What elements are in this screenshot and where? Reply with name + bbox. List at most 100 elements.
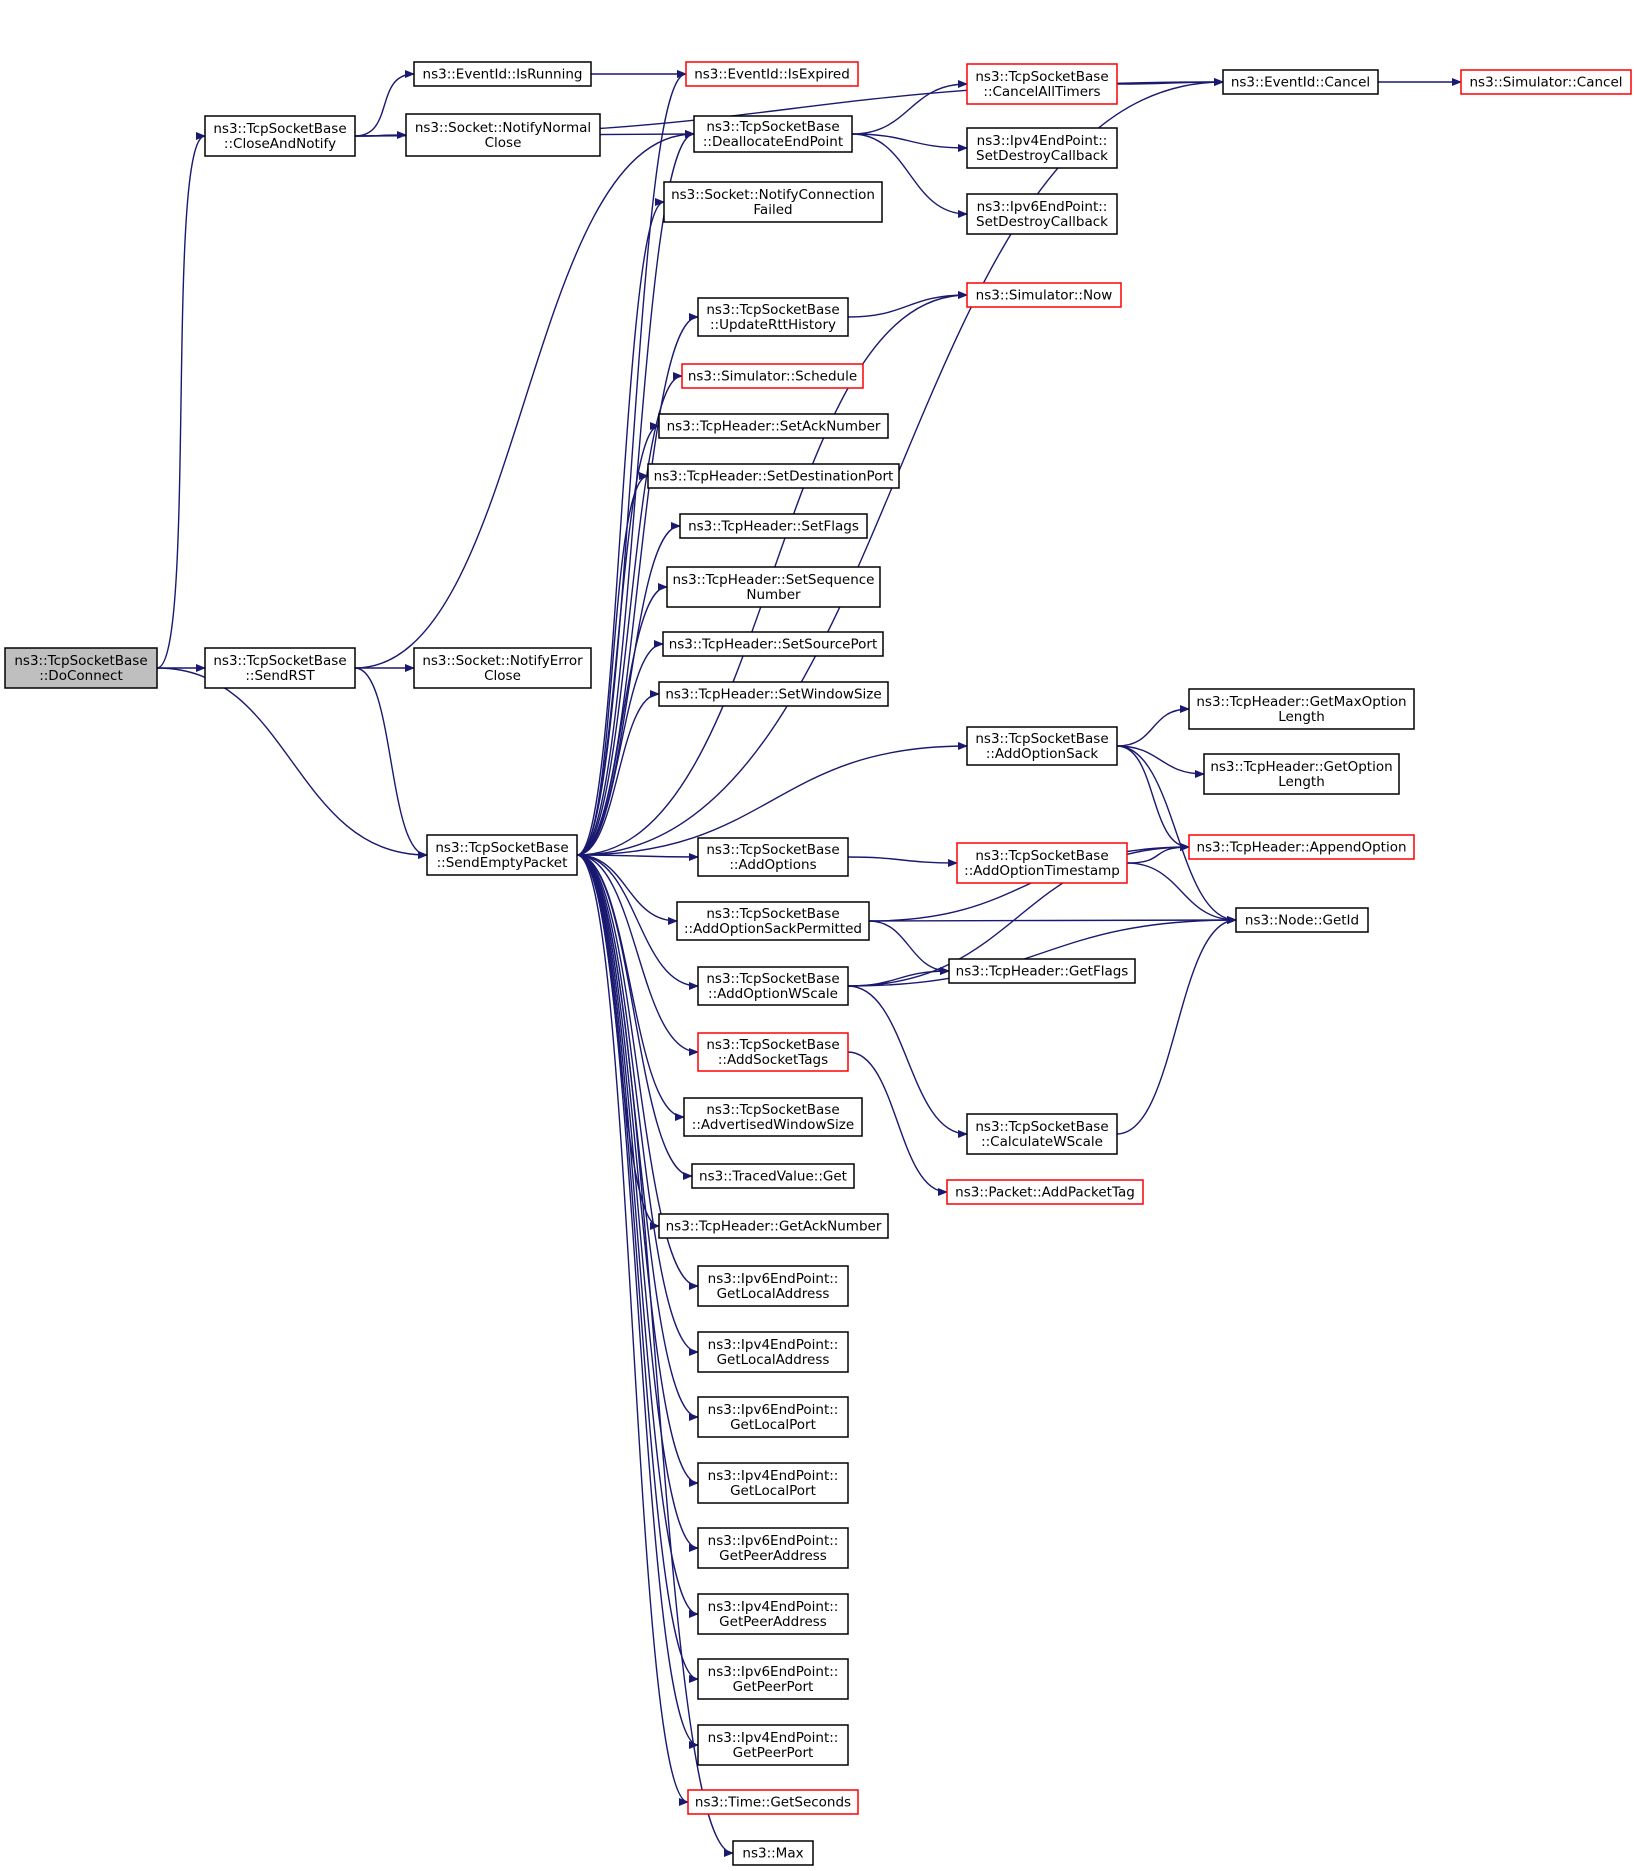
- node-sendemptypacket[interactable]: ns3::TcpSocketBase::SendEmptyPacket: [426, 834, 578, 876]
- node-deallocateendpoint[interactable]: ns3::TcpSocketBase::DeallocateEndPoint: [693, 115, 853, 153]
- node-tracedvalueget[interactable]: ns3::TracedValue::Get: [691, 1163, 855, 1189]
- edge-doconnect-to-sendemptypacket: [156, 667, 428, 859]
- node-addoptions[interactable]: ns3::TcpSocketBase::AddOptions: [697, 837, 849, 877]
- node-box: [966, 127, 1118, 169]
- node-setflags[interactable]: ns3::TcpHeader::SetFlags: [679, 513, 868, 539]
- edge-addoptionwscale-to-calculatewscale: [847, 985, 968, 1138]
- node-ipv6getlocaladdress[interactable]: ns3::Ipv6EndPoint::GetLocalAddress: [697, 1265, 849, 1307]
- node-advertisedwindowsize[interactable]: ns3::TcpSocketBase::AdvertisedWindowSize: [683, 1097, 863, 1137]
- node-max[interactable]: ns3::Max: [732, 1840, 814, 1866]
- node-doconnect[interactable]: ns3::TcpSocketBase::DoConnect: [4, 647, 158, 689]
- edge-sendemptypacket-to-ipv6getlocaladdress: [576, 854, 699, 1290]
- node-label-line: ns3::Ipv6EndPoint::: [977, 199, 1108, 215]
- node-label-line: ns3::Ipv6EndPoint::: [708, 1402, 839, 1418]
- node-updatertthistory[interactable]: ns3::TcpSocketBase::UpdateRttHistory: [697, 297, 849, 337]
- edge-sendemptypacket-to-ipv4getpeeraddress: [576, 854, 699, 1618]
- node-box: [1460, 69, 1632, 95]
- node-box: [697, 1527, 849, 1569]
- node-label-line: ns3::EventId::Cancel: [1231, 75, 1370, 91]
- node-setsourceport[interactable]: ns3::TcpHeader::SetSourcePort: [662, 631, 884, 657]
- node-label-line: ns3::TcpSocketBase: [706, 302, 839, 318]
- node-ipv4setdestroycallback[interactable]: ns3::Ipv4EndPoint::SetDestroyCallback: [966, 127, 1118, 169]
- node-setacknumber[interactable]: ns3::TcpHeader::SetAckNumber: [658, 413, 889, 439]
- node-ipv6setdestroycallback[interactable]: ns3::Ipv6EndPoint::SetDestroyCallback: [966, 193, 1118, 235]
- node-setwindowsize[interactable]: ns3::TcpHeader::SetWindowSize: [658, 681, 889, 707]
- node-addpackettag[interactable]: ns3::Packet::AddPacketTag: [946, 1179, 1144, 1205]
- node-box: [647, 463, 900, 489]
- node-cancelalltimers[interactable]: ns3::TcpSocketBase::CancelAllTimers: [966, 63, 1118, 105]
- node-addoptionsackpermitted[interactable]: ns3::TcpSocketBase::AddOptionSackPermitt…: [676, 901, 870, 941]
- node-ipv6getlocalport[interactable]: ns3::Ipv6EndPoint::GetLocalPort: [697, 1396, 849, 1438]
- node-closeandnotify[interactable]: ns3::TcpSocketBase::CloseAndNotify: [204, 115, 356, 157]
- node-box: [1235, 907, 1369, 933]
- edge-sendrst-to-sendemptypacket: [354, 667, 428, 859]
- node-addsockettags[interactable]: ns3::TcpSocketBase::AddSocketTags: [697, 1032, 849, 1072]
- node-ipv4getlocalport[interactable]: ns3::Ipv4EndPoint::GetLocalPort: [697, 1462, 849, 1504]
- node-getacknumber[interactable]: ns3::TcpHeader::GetAckNumber: [658, 1213, 889, 1239]
- node-label-line: Close: [484, 668, 521, 684]
- node-ipv6getpeerport[interactable]: ns3::Ipv6EndPoint::GetPeerPort: [697, 1658, 849, 1700]
- node-label-line: ns3::Ipv4EndPoint::: [708, 1730, 839, 1746]
- node-calculatewscale[interactable]: ns3::TcpSocketBase::CalculateWScale: [966, 1113, 1118, 1155]
- node-box: [426, 834, 578, 876]
- node-label-line: ns3::Ipv4EndPoint::: [708, 1599, 839, 1615]
- node-box: [683, 1097, 863, 1137]
- edge-sendemptypacket-to-addoptionwscale: [576, 854, 699, 990]
- node-box: [1203, 753, 1400, 795]
- node-setdestinationport[interactable]: ns3::TcpHeader::SetDestinationPort: [647, 463, 900, 489]
- node-ipv4getpeerport[interactable]: ns3::Ipv4EndPoint::GetPeerPort: [697, 1724, 849, 1766]
- node-box: [697, 837, 849, 877]
- node-label-line: SetDestroyCallback: [976, 214, 1108, 230]
- node-label-line: GetLocalPort: [730, 1417, 816, 1433]
- edge-addoptionsack-to-getoptionlength: [1116, 745, 1205, 778]
- edge-addoptionsack-to-getmaxoptionlength: [1116, 705, 1190, 747]
- node-label-line: ::AdvertisedWindowSize: [692, 1117, 854, 1133]
- edge-addsockettags-to-addpackettag: [847, 1051, 948, 1196]
- node-label-line: ns3::TcpHeader::GetAckNumber: [666, 1219, 882, 1235]
- node-ipv4getpeeraddress[interactable]: ns3::Ipv4EndPoint::GetPeerAddress: [697, 1593, 849, 1635]
- node-label-line: Length: [1278, 709, 1325, 725]
- node-box: [691, 1163, 855, 1189]
- node-timegetseconds[interactable]: ns3::Time::GetSeconds: [687, 1789, 859, 1815]
- node-ipv4getlocaladdress[interactable]: ns3::Ipv4EndPoint::GetLocalAddress: [697, 1331, 849, 1373]
- node-schedule[interactable]: ns3::Simulator::Schedule: [681, 363, 864, 389]
- node-addoptionsack[interactable]: ns3::TcpSocketBase::AddOptionSack: [966, 726, 1118, 766]
- node-label-line: ns3::TcpHeader::SetSourcePort: [669, 637, 878, 653]
- node-appendoption[interactable]: ns3::TcpHeader::AppendOption: [1188, 834, 1415, 860]
- node-box: [663, 181, 883, 223]
- node-addoptionwscale[interactable]: ns3::TcpSocketBase::AddOptionWScale: [697, 966, 849, 1006]
- node-label-line: GetPeerAddress: [719, 1614, 827, 1630]
- node-simulatornow[interactable]: ns3::Simulator::Now: [966, 282, 1122, 308]
- node-eventidcancel[interactable]: ns3::EventId::Cancel: [1222, 69, 1379, 95]
- node-isrunning[interactable]: ns3::EventId::IsRunning: [413, 61, 592, 87]
- node-label-line: SetDestroyCallback: [976, 148, 1108, 164]
- node-box: [679, 513, 868, 539]
- node-box: [658, 413, 889, 439]
- node-label-line: ns3::Packet::AddPacketTag: [955, 1185, 1135, 1201]
- node-simulatorcancel[interactable]: ns3::Simulator::Cancel: [1460, 69, 1632, 95]
- node-ipv6getpeeraddress[interactable]: ns3::Ipv6EndPoint::GetPeerAddress: [697, 1527, 849, 1569]
- node-isexpired[interactable]: ns3::EventId::IsExpired: [685, 61, 859, 87]
- node-box: [658, 681, 889, 707]
- edge-sendemptypacket-to-schedule: [576, 372, 683, 856]
- node-label-line: ns3::TcpSocketBase: [706, 1037, 839, 1053]
- node-box: [946, 1179, 1144, 1205]
- node-addoptiontimestamp[interactable]: ns3::TcpSocketBase::AddOptionTimestamp: [956, 842, 1128, 884]
- node-label-line: ::CalculateWScale: [981, 1134, 1103, 1150]
- node-label-line: ns3::Max: [742, 1846, 803, 1862]
- node-nodegetid[interactable]: ns3::Node::GetId: [1235, 907, 1369, 933]
- edge-layer: [156, 70, 1462, 1857]
- edge-sendemptypacket-to-timegetseconds: [576, 854, 689, 1806]
- edge-doconnect-to-closeandnotify: [156, 132, 206, 669]
- node-box: [697, 1331, 849, 1373]
- node-getflags[interactable]: ns3::TcpHeader::GetFlags: [948, 958, 1136, 984]
- node-sendrst[interactable]: ns3::TcpSocketBase::SendRST: [204, 647, 356, 689]
- edge-sendemptypacket-to-ipv4getpeerport: [576, 854, 699, 1749]
